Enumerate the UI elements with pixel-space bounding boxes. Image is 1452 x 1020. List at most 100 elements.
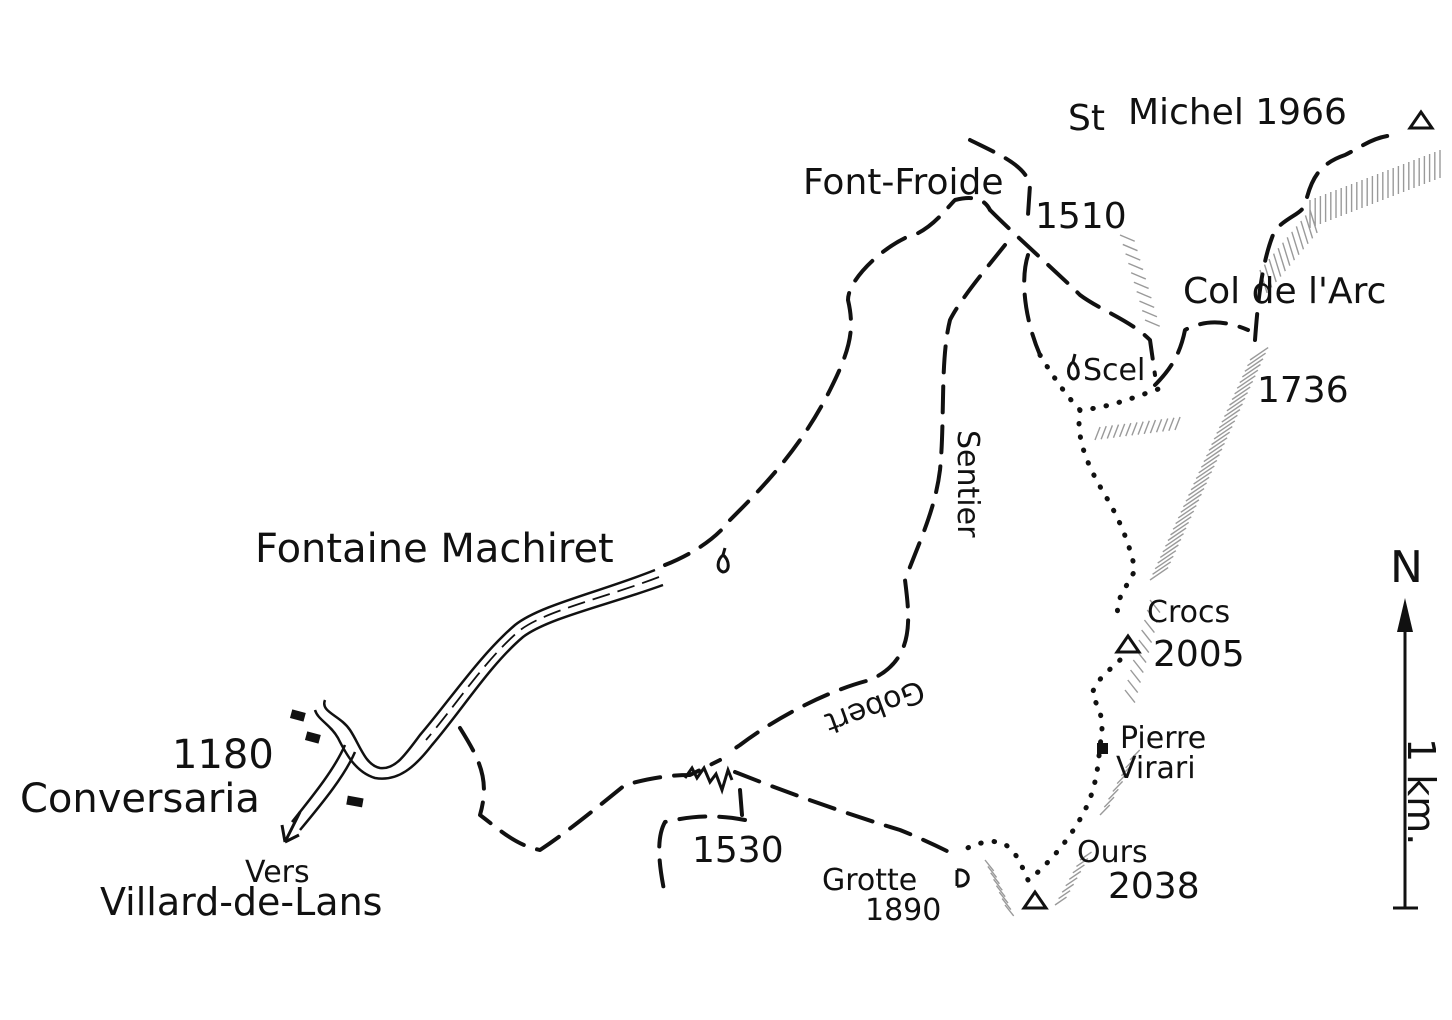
relief-hatch-stroke <box>1162 418 1169 432</box>
label-gobert: Gobert <box>820 672 929 740</box>
relief-hatch-stroke <box>1286 237 1296 261</box>
relief-hatch-stroke <box>1144 319 1161 327</box>
summit-crocs-icon <box>1114 633 1142 654</box>
relief-hatch-stroke <box>1167 527 1187 542</box>
trail-sentier-gobert <box>723 243 1007 757</box>
relief-hatch-stroke <box>1125 253 1141 261</box>
label-vers: Vers <box>245 855 310 890</box>
trail-1530-grotte <box>733 770 957 857</box>
relief-hatch-stroke <box>1211 431 1231 446</box>
trail-north-ridge <box>968 138 1032 217</box>
relief-hatch-stroke <box>1185 488 1205 502</box>
relief-hatch-stroke <box>1272 253 1282 277</box>
summit-st-michel-icon <box>1407 109 1435 130</box>
relief-hatch-stroke <box>1099 804 1111 816</box>
north-label: N <box>1390 542 1423 593</box>
relief-hatch-stroke <box>1139 300 1155 308</box>
relief-hatch-stroke <box>990 872 1000 885</box>
relief-hatch-stroke <box>1127 679 1139 693</box>
relief-hatch-stroke <box>1249 347 1269 361</box>
label-ours: Ours <box>1077 835 1148 870</box>
trail-crocs-ours <box>957 657 1123 883</box>
trail-1530-loop <box>657 788 747 897</box>
relief-hatch-stroke <box>1125 757 1136 769</box>
relief-hatch-stroke <box>1234 380 1254 395</box>
label-fontaine-machiret: Fontaine Machiret <box>255 526 614 572</box>
spring-scel-icon <box>1067 353 1080 381</box>
relief-hatch-stroke <box>1309 209 1318 234</box>
label-alt-1890: 1890 <box>865 893 941 928</box>
relief-hatch-stroke <box>1138 639 1150 653</box>
relief-hatch-stroke <box>1231 386 1251 401</box>
trail-scel-crocs <box>1037 352 1173 618</box>
relief-hatch-stroke <box>1065 877 1078 887</box>
scale-bar: N 1 km. <box>1390 542 1443 910</box>
relief-hatch-stroke <box>1120 765 1132 777</box>
relief-hatch-stroke <box>1198 459 1218 474</box>
relief-hatch-stroke <box>1193 471 1213 485</box>
summit-ours-icon <box>1021 889 1049 910</box>
relief-hatch-stroke <box>1106 425 1114 439</box>
trail-sentier-1510 <box>1022 253 1042 357</box>
relief-hatch-stroke <box>1143 420 1150 435</box>
relief-hatch-stroke <box>1229 392 1249 406</box>
relief-hatch-stroke <box>1157 550 1177 564</box>
relief-hatch-stroke <box>1159 544 1179 559</box>
building-icon <box>346 795 364 808</box>
relief-hatch-stroke <box>1132 659 1144 673</box>
relief-hatch-stroke <box>1295 226 1305 250</box>
relief-hatch-stroke <box>1141 309 1158 318</box>
relief-hatch-stroke <box>1149 567 1169 581</box>
trail-font-froide-scel <box>988 208 1157 377</box>
trail-scel-col <box>1153 320 1250 387</box>
relief-hatch-stroke <box>1094 426 1101 441</box>
relief-hatch-stroke <box>1170 521 1190 536</box>
north-arrow-icon <box>1397 598 1413 632</box>
relief-hatch-stroke <box>1190 476 1210 491</box>
relief-hatch-stroke <box>1236 375 1256 389</box>
spring-machiret-icon <box>716 547 730 574</box>
relief-hatch-stroke <box>1282 242 1291 266</box>
road-to-villard <box>280 568 664 844</box>
map-symbols <box>289 109 1435 910</box>
relief-hatch-stroke <box>1141 629 1153 643</box>
relief-hatch-stroke <box>1188 482 1208 496</box>
relief-hatch-stroke <box>1146 609 1158 623</box>
relief-hatch-stroke <box>1180 499 1200 513</box>
relief-hatch-stroke <box>1061 883 1075 893</box>
relief-hatch-stroke <box>984 859 995 872</box>
trail-col-st-michel <box>1253 133 1402 342</box>
relief-hatch-stroke <box>1154 555 1174 570</box>
building-icon <box>304 731 321 744</box>
relief-hatch-stroke <box>1239 369 1259 384</box>
relief-hatch-stroke <box>1175 510 1195 525</box>
label-st: St <box>1068 98 1105 139</box>
relief-hatch-stroke <box>1213 425 1233 440</box>
label-villard-de-lans: Villard-de-Lans <box>100 880 382 924</box>
relief-hatch-stroke <box>1136 291 1152 299</box>
relief-hatch-stroke <box>1200 454 1220 468</box>
label-alt-1510: 1510 <box>1035 196 1127 237</box>
relief-hatch-stroke <box>1119 234 1136 242</box>
cave-grotte-icon <box>955 868 970 888</box>
relief-hatch-stroke <box>1108 788 1119 800</box>
label-grotte: Grotte <box>822 863 917 898</box>
relief-hatch-stroke <box>1221 409 1241 423</box>
relief-hatch-stroke <box>1124 689 1136 703</box>
arrow-to-villard-icon <box>280 811 302 844</box>
label-sentier: Sentier <box>950 430 985 538</box>
relief-hatch-stroke <box>1122 243 1138 252</box>
label-font-froide: Font-Froide <box>803 162 1004 203</box>
relief-hatch-stroke <box>1174 416 1181 431</box>
relief-hatch-stroke <box>1001 898 1012 910</box>
relief-hatch-stroke <box>1223 403 1243 417</box>
relief-hatch-stroke <box>993 878 1003 891</box>
relief-hatch-stroke <box>1079 851 1092 861</box>
label-pierre: Pierre <box>1120 721 1206 756</box>
building-icon <box>1097 743 1108 754</box>
relief-hatch-stroke <box>1125 422 1132 437</box>
relief-hatch-stroke <box>1182 493 1202 508</box>
relief-hatch-stroke <box>1076 857 1089 868</box>
relief-hatch-stroke <box>1168 417 1175 432</box>
